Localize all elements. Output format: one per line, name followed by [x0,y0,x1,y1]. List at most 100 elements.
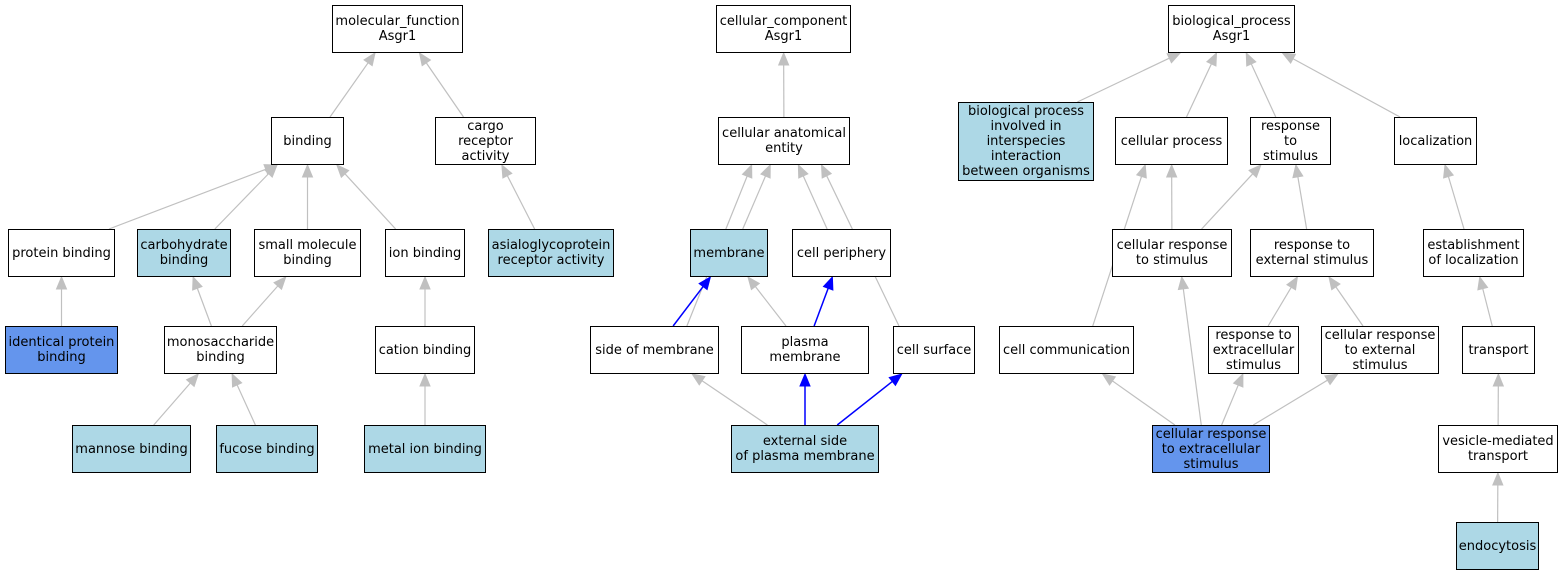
arrowhead-respextra-to-respext [1286,275,1299,291]
node-cellsurf: cell surface [893,326,975,374]
edge-respstim-to-bp [1250,63,1277,118]
edge-cellrespextra-to-cellresp [1182,288,1202,426]
arrowhead-carbo-to-binding [264,164,278,178]
edge-plasmamem-to-cellperiph [813,287,829,327]
arrowhead-transport-to-estloc [1477,275,1489,291]
arrowhead-monosacc-to-smallmol [273,276,287,291]
node-mannose: mannose binding [72,425,191,473]
arrowhead-cae-to-cc [777,51,790,66]
arrowhead-cellrespext-to-respext [1328,275,1341,291]
arrowhead-smallmol-to-binding [301,163,314,178]
edge-cellrespextra-to-cellcomm [1112,380,1176,426]
edge-asialo-to-cargo [506,175,536,230]
edge-extside-to-cellsurf [836,380,893,426]
arrowhead-sidemem-to-membrane [698,275,712,291]
arrowhead-monosacc-to-carbo [192,275,203,291]
arrowhead-extside-to-plasmamem [799,372,811,387]
arrowhead-vesicle-to-transport [1492,372,1505,387]
node-transport: transport [1462,326,1535,374]
edge-cellperiph-to-cae [802,175,828,230]
edge-binding-to-mf [329,62,369,118]
arrowhead-respext-to-respstim [1292,163,1304,179]
edge-monosacc-to-carbo [196,288,212,327]
node-respext: response to external stimulus [1250,229,1374,277]
node-mf: molecular_function Asgr1 [332,5,463,53]
node-cellrespextra: cellular response to extracellular stimu… [1152,425,1270,473]
node-ionbind: ion binding [385,229,465,277]
edge-plasmamem-to-membrane [754,286,787,327]
arrowhead-plasmamem-to-cellperiph [822,275,834,291]
arrowhead-cargo-to-mf [418,51,432,67]
arrowhead-cellperiph-to-cae [797,163,809,179]
edge-membrane-to-cae [742,175,767,230]
node-smallmol: small molecule binding [254,229,361,277]
node-cation: cation binding [375,326,475,374]
arrowhead-cellrespextra-to-cellresp [1177,275,1190,291]
arrowhead-localiz-to-bp [1281,52,1297,65]
arrowhead-cellcomm-to-cellproc [1135,163,1147,179]
node-bp: biological_process Asgr1 [1168,5,1295,53]
edge-monosacc-to-smallmol [241,285,279,327]
edge-cellrespext-to-respext [1335,286,1364,327]
node-cellcomm: cell communication [999,326,1134,374]
edge-cellresp-to-respstim [1201,173,1254,230]
arrowhead-membrane-to-cae [760,163,771,179]
edge-bpinter-to-bp [1077,57,1170,103]
arrowhead-extside-to-cellsurf [888,373,903,387]
node-monosacc: monosaccharide binding [164,326,277,374]
arrowhead-metalion-to-cation [419,372,431,387]
node-sidemem: side of membrane [590,326,719,374]
edge-cellrespextra-to-cellrespext [1252,379,1328,426]
arrowhead-binding-to-mf [363,51,376,67]
node-metalion: metal ion binding [364,425,486,473]
edge-cargo-to-mf [425,62,464,118]
node-plasmamem: plasma membrane [741,326,869,374]
node-binding: binding [271,117,344,165]
node-cc: cellular_component Asgr1 [716,5,851,53]
edge-transport-to-estloc [1482,288,1493,327]
edge-localiz-to-bp [1292,58,1401,118]
node-cellproc: cellular process [1115,117,1228,165]
arrowhead-endo-to-vesicle [1492,471,1504,486]
arrowhead-mannose-to-monosacc [185,373,200,388]
node-identprot: identical protein binding [5,326,118,374]
arrowhead-respstim-to-bp [1245,51,1257,67]
node-extside: external side of plasma membrane [731,425,879,473]
arrowhead-extside-to-sidemem [691,373,706,386]
arrowhead-cation-to-ionbind [419,275,431,290]
edge-respextra-to-respext [1267,286,1292,327]
arrowhead-cellrespextra-to-cellcomm [1101,373,1117,386]
edge-estloc-to-localiz [1447,176,1465,230]
node-respstim: response to stimulus [1250,117,1331,165]
node-cellrespext: cellular response to external stimulus [1321,326,1439,374]
node-respextra: response to extracellular stimulus [1208,326,1299,374]
arrowhead-ionbind-to-binding [335,164,350,179]
edge-sidemem-to-membrane [672,286,704,327]
node-cae: cellular anatomical entity [718,117,850,165]
node-estloc: establishment of localization [1423,229,1524,277]
node-cellresp: cellular response to stimulus [1112,229,1232,277]
arrowhead-asialo-to-cargo [501,163,513,179]
arrowhead-sidemem-to-cae [741,163,753,179]
edge-cellproc-to-bp [1185,63,1212,118]
edge-protbind-to-binding [108,168,266,230]
edge-ionbind-to-binding [344,173,397,230]
node-cargo: cargo receptor activity [435,117,536,165]
arrowhead-estloc-to-localiz [1443,163,1455,179]
edge-respext-to-respstim [1297,176,1308,230]
node-cellperiph: cell periphery [792,229,891,277]
arrowhead-cellsurf-to-cae [820,163,833,179]
arrowhead-bpinter-to-bp [1166,52,1182,64]
node-asialo: asialoglycoprotein receptor activity [488,229,614,277]
edge-mannose-to-monosacc [153,382,191,426]
edge-fucose-to-monosacc [236,384,256,426]
node-localiz: localization [1394,117,1477,165]
arrowhead-cellproc-to-bp [1205,51,1218,67]
arrowhead-cellrespextra-to-respextra [1232,372,1244,388]
edge-extside-to-sidemem [701,380,768,426]
arrowhead-cellresp-to-respstim [1248,164,1262,179]
arrowhead-cellresp-to-cellproc [1165,163,1178,178]
arrowhead-cellrespextra-to-cellrespext [1324,373,1339,386]
